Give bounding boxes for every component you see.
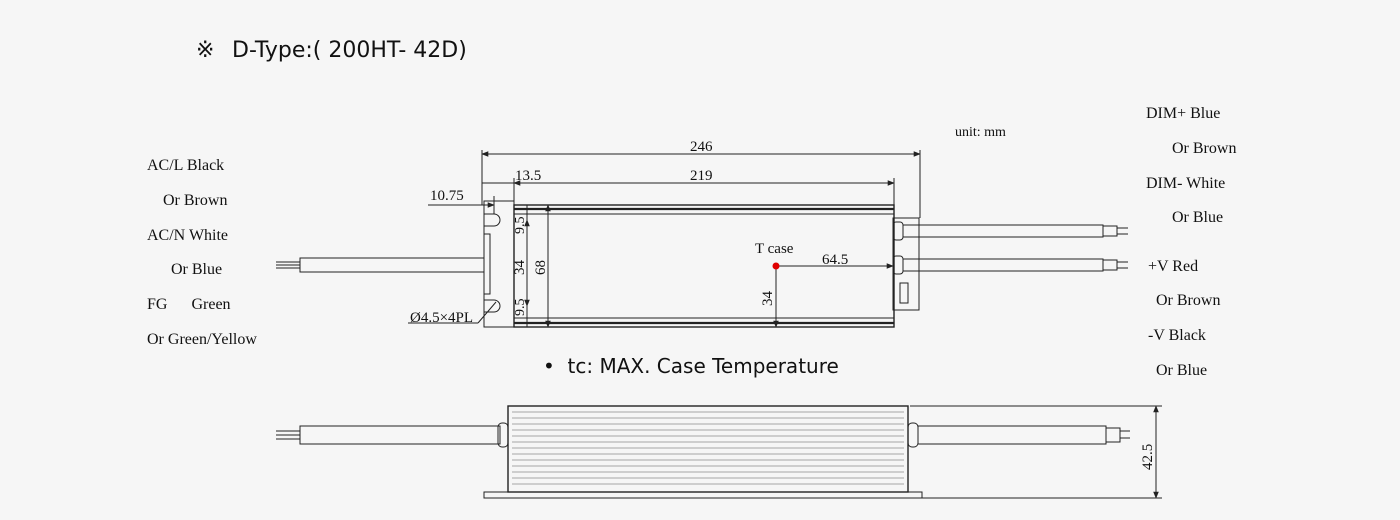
- dim-tcase-x-text: 64.5: [822, 252, 848, 268]
- wire-label-acl: AC/L Black: [147, 157, 225, 174]
- wire-label-fg: FG Green: [147, 296, 231, 313]
- wire-label-v-plus-alt: Or Brown: [1156, 292, 1221, 309]
- bullet-icon: •: [543, 354, 555, 378]
- tcase-point: [772, 262, 780, 270]
- case-temperature-note: • tc: MAX. Case Temperature: [543, 354, 839, 378]
- dim-mount-offset-text: 10.75: [430, 188, 464, 204]
- wire-label-v-minus-alt: Or Blue: [1156, 362, 1208, 379]
- right-end-cap: [892, 217, 920, 311]
- hole-spec-text: Ø4.5×4PL: [410, 310, 473, 326]
- dim-end-offset-text: 13.5: [515, 168, 541, 184]
- right-lead-block-dim: [1102, 225, 1118, 237]
- wire-label-acn: AC/N White: [147, 227, 229, 244]
- side-view: [276, 405, 1162, 499]
- left-cable-gland: [484, 233, 491, 295]
- reference-mark-icon: ※: [196, 38, 215, 63]
- body-outline: [513, 204, 895, 328]
- mount-slot-bottom: [484, 299, 501, 313]
- top-view: [276, 150, 1128, 328]
- wire-label-dim-minus: DIM- White: [1146, 175, 1226, 192]
- left-cable: [299, 257, 485, 273]
- dim-overall-text: 246: [690, 139, 713, 155]
- wire-label-acn-alt: Or Blue: [171, 261, 223, 278]
- dim-tcase-y-text: 34: [760, 291, 776, 307]
- dim-mount-spacing-text: 34: [512, 260, 528, 276]
- side-body: [507, 405, 909, 493]
- right-gland-3: [899, 282, 909, 304]
- side-left-gland: [497, 422, 509, 448]
- wire-label-acl-alt: Or Brown: [163, 192, 228, 209]
- side-fins: [512, 411, 904, 485]
- dim-width-text: 68: [533, 260, 549, 275]
- side-right-lead-block: [1105, 427, 1121, 443]
- case-temperature-text: tc: MAX. Case Temperature: [567, 354, 839, 378]
- mount-slot-top: [484, 213, 501, 227]
- wire-label-dim-plus-alt: Or Brown: [1172, 140, 1237, 157]
- side-base-flange: [483, 491, 923, 499]
- dim-edge-bottom-text: 9.5: [513, 299, 528, 317]
- hole-leader: [477, 301, 497, 324]
- dim-body-text: 219: [690, 168, 713, 184]
- right-cable-power: [902, 258, 1104, 272]
- side-right-gland: [907, 422, 919, 448]
- right-cable-dim: [902, 224, 1104, 238]
- tcase-label: T case: [755, 241, 794, 257]
- wire-label-dim-plus: DIM+ Blue: [1146, 105, 1221, 122]
- wire-label-dim-minus-alt: Or Blue: [1172, 209, 1224, 226]
- side-right-cable: [917, 425, 1107, 445]
- wire-label-v-minus: -V Black: [1148, 327, 1206, 344]
- left-flange: [483, 200, 515, 328]
- wire-label-fg-alt: Or Green/Yellow: [147, 331, 257, 348]
- dim-height-text: 42.5: [1140, 444, 1156, 470]
- side-left-cable: [299, 425, 501, 445]
- right-lead-block-power: [1102, 259, 1118, 271]
- page-title: ※ D-Type:( 200HT- 42D): [196, 38, 467, 63]
- dim-edge-top-text: 9.5: [513, 217, 528, 235]
- unit-label: unit: mm: [955, 125, 1006, 140]
- title-text: D-Type:( 200HT- 42D): [232, 38, 467, 63]
- wire-label-v-plus: +V Red: [1148, 258, 1199, 275]
